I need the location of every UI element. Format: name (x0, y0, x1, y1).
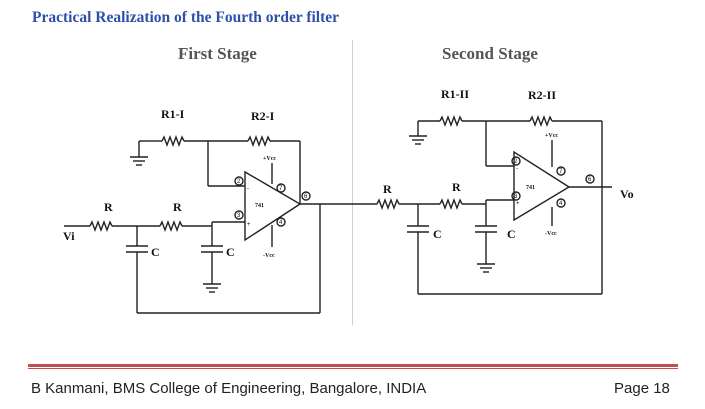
footer-rule-thin (28, 368, 678, 369)
resistor-r-input-2 (159, 220, 183, 232)
op-amp-741-stage2 (513, 150, 571, 222)
pin2-circle-2 (511, 156, 521, 166)
capacitor-c2-stage2 (475, 204, 497, 273)
pin2-1: 2 (237, 179, 241, 185)
label-vo: Vo (620, 187, 634, 201)
pin7-2: 7 (559, 169, 563, 175)
pin4-2: 4 (559, 201, 563, 207)
pin7-circle-2 (556, 166, 566, 176)
label-r1-i: R1-I (161, 107, 185, 121)
capacitor-c2-stage1 (201, 226, 223, 293)
capacitor-c1-stage2 (407, 204, 429, 294)
pin6-circle-1 (301, 191, 311, 201)
pin3-1: 3 (237, 213, 241, 219)
first-stage-heading: First Stage (178, 44, 257, 63)
stage-divider (352, 40, 353, 325)
label-741-2: 741 (526, 185, 535, 191)
label-r-3: R (383, 182, 392, 196)
vcc-pos-2: +Vcc (545, 133, 558, 139)
vcc-pos-1: +Vcc (263, 156, 276, 162)
pin2-circle-1 (234, 176, 244, 186)
label-vi: Vi (63, 229, 75, 243)
pin6-2: 6 (588, 177, 592, 183)
ground-symbol-r1-ii (409, 121, 427, 145)
label-r-2: R (173, 200, 182, 214)
label-r2-i: R2-I (251, 109, 275, 123)
pin7-1: 7 (279, 186, 283, 192)
pin7-circle-1 (276, 183, 286, 193)
resistor-r1-ii (439, 115, 463, 127)
footer-text: B Kanmani, BMS College of Engineering, B… (31, 380, 427, 397)
pin4-1: 4 (279, 220, 283, 226)
footer-rule-thick (28, 364, 678, 367)
resistor-r-input-1 (89, 220, 113, 232)
vcc-neg-1: -Vcc (263, 253, 275, 259)
resistor-r2-ii (529, 115, 553, 127)
vcc-neg-2: -Vcc (545, 231, 557, 237)
ground-symbol-r1-i (130, 140, 150, 166)
pin6-circle-2 (585, 174, 595, 184)
plus-sign-2: + (516, 201, 520, 207)
label-c-3: C (433, 227, 442, 241)
label-r-1: R (104, 200, 113, 214)
second-stage-heading: Second Stage (442, 44, 538, 63)
label-c-1: C (151, 245, 160, 259)
slide-title: Practical Realization of the Fourth orde… (32, 9, 340, 26)
resistor-r2-i (208, 135, 301, 204)
pin3-2: 3 (514, 194, 518, 200)
label-r2-ii: R2-II (528, 88, 556, 102)
pin4-circle-2 (556, 198, 566, 208)
pin3-circle-2 (511, 191, 521, 201)
label-c-2: C (226, 245, 235, 259)
pin3-circle-1 (234, 210, 244, 220)
resistor-r-stage2-1 (376, 198, 400, 210)
resistor-r1-i (150, 135, 208, 147)
minus-sign-2: - (516, 166, 518, 172)
page-number: Page 18 (614, 380, 670, 397)
label-741-1: 741 (255, 203, 264, 209)
op-amp-741-stage1 (244, 170, 302, 242)
label-r-4: R (452, 180, 461, 194)
pin4-circle-1 (276, 217, 286, 227)
label-r1-ii: R1-II (441, 87, 469, 101)
label-c-4: C (507, 227, 516, 241)
capacitor-c1-stage1 (126, 226, 148, 313)
pin6-1: 6 (304, 194, 308, 200)
minus-sign-1: - (247, 186, 249, 192)
pin2-2: 2 (514, 159, 518, 165)
resistor-r-stage2-2 (439, 198, 463, 210)
plus-sign-1: + (247, 222, 251, 228)
